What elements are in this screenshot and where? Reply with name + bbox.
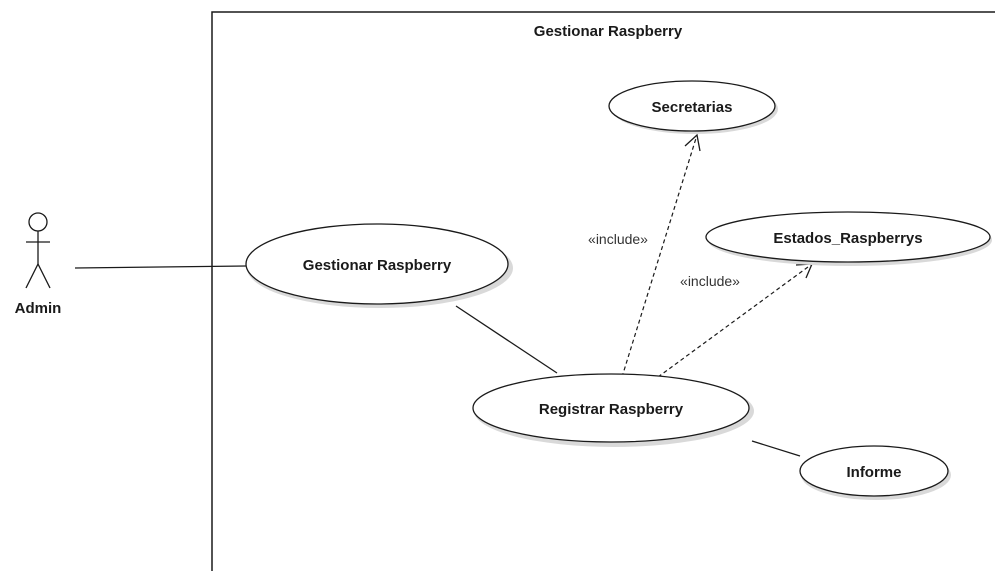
system-boundary-frame <box>211 11 995 571</box>
use-case-ellipse <box>472 373 750 443</box>
use-case-label: Gestionar Raspberry <box>303 257 452 274</box>
use-case-informe[interactable]: Informe <box>799 445 951 500</box>
arrowhead-icon <box>684 133 701 152</box>
system-boundary[interactable]: Gestionar Raspberry <box>211 11 995 571</box>
use-case-gestionar-raspberry[interactable]: Gestionar Raspberry <box>245 223 513 308</box>
arrowhead-icon <box>795 263 814 279</box>
include-registrar-secretarias[interactable]: «include» <box>588 133 701 378</box>
stick-figure-icon <box>25 212 51 289</box>
association-gestionar-registrar[interactable] <box>455 305 558 374</box>
use-case-secretarias[interactable]: Secretarias <box>608 80 778 134</box>
include-label: «include» <box>680 273 740 289</box>
use-case-label: Estados_Raspberrys <box>773 230 922 247</box>
actor-admin-label: Admin <box>15 300 62 317</box>
association-admin-gestionar[interactable] <box>74 265 247 269</box>
association-registrar-informe[interactable] <box>751 440 801 457</box>
use-case-registrar-raspberry[interactable]: Registrar Raspberry <box>472 373 754 447</box>
use-case-label: Secretarias <box>652 99 733 116</box>
include-line <box>621 134 698 378</box>
actor-admin[interactable]: Admin <box>15 212 62 317</box>
use-case-ellipse <box>799 445 949 497</box>
include-label: «include» <box>588 231 648 247</box>
system-boundary-title: Gestionar Raspberry <box>534 23 683 40</box>
use-case-label: Informe <box>846 464 901 481</box>
use-case-label: Registrar Raspberry <box>539 401 684 418</box>
include-line <box>657 263 813 378</box>
include-registrar-estados[interactable]: «include» <box>657 263 814 378</box>
use-case-ellipse <box>705 211 991 263</box>
use-case-ellipse <box>608 80 776 132</box>
use-case-ellipse <box>245 223 509 305</box>
use-case-estados-raspberrys[interactable]: Estados_Raspberrys <box>705 211 992 266</box>
